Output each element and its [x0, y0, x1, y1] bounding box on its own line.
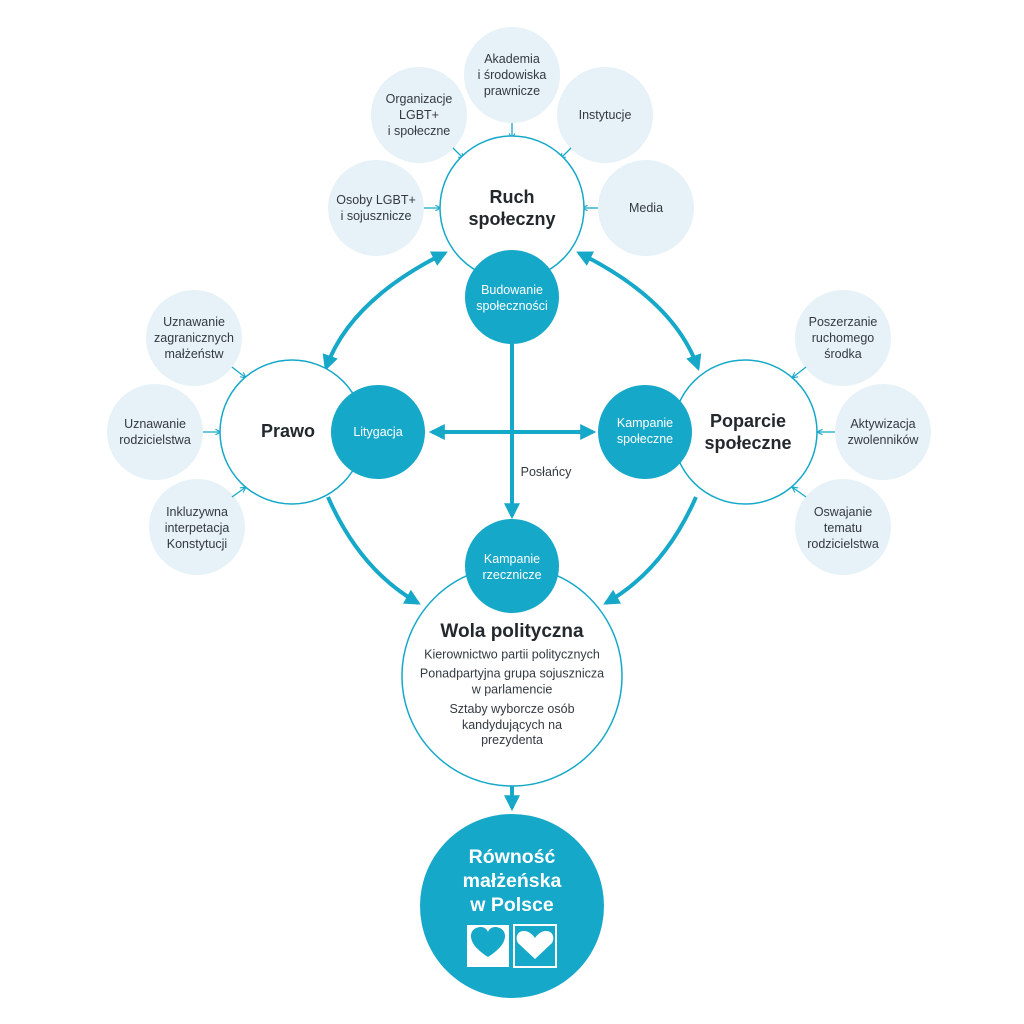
input-osoby-label: Osoby LGBT+ i sojusznicze [336, 193, 416, 223]
wola-item: Sztaby wyborcze osób kandydujących na pr… [449, 701, 575, 747]
inner-kampanie-spoleczne-circle [598, 385, 692, 479]
input-media-label: Media [628, 201, 664, 215]
input-rodzicielstwo-label: Uznawanie rodzicielstwa [119, 417, 191, 447]
arrow-konstytucja [231, 487, 246, 498]
input-srodek-label: Poszerzanie ruchomego środka [808, 315, 878, 361]
goal-icons [467, 924, 557, 968]
inner-budowanie-label: Budowanie społeczności [476, 283, 548, 313]
inner-litygacja-circle [331, 385, 425, 479]
wola-item: Kierownictwo partii politycznych [424, 647, 600, 662]
inner-circles [331, 250, 692, 998]
bubble-srodek [795, 290, 891, 386]
inner-kampanie-rzecznicze-circle [465, 519, 559, 613]
inner-litygacja-label: Litygacja [353, 425, 403, 439]
input-zagraniczne-label: Uznawanie zagranicznych małżeństw [154, 315, 234, 361]
arrow-prawo-wola [326, 496, 421, 605]
input-oswajanie-label: Oswajanie tematu rodzicielstwa [807, 505, 879, 551]
arrow-ruch-poparcie [576, 251, 702, 372]
bubble-zagraniczne [146, 290, 242, 386]
arrow-oswajanie [792, 487, 807, 498]
inner-kampanie-rzecznicze-label: Kampanie rzecznicze [482, 552, 542, 582]
bubble-instytucje [557, 67, 653, 163]
hub-ruch-label: Ruch społeczny [468, 187, 556, 229]
goal-title: Równość małżeńska w Polsce [462, 846, 562, 916]
heart-icon [471, 927, 505, 957]
main-connectors [322, 251, 702, 812]
heart-icon [516, 931, 554, 959]
inner-budowanie-circle [465, 250, 559, 344]
arrow-ruch-prawo [322, 251, 448, 372]
bubble-aktywizacja [835, 384, 931, 480]
input-konstytucja-label: Inkluzywna interpetacja Konstytucji [164, 505, 230, 551]
bubble-akademia [464, 27, 560, 123]
input-organizacje-label: Organizacje LGBT+ i społeczne [385, 92, 453, 138]
input-akademia-label: Akademia i środowiska prawnicze [477, 52, 547, 98]
inner-kampanie-spoleczne-label: Kampanie społeczne [616, 416, 674, 446]
bubble-osoby [328, 160, 424, 256]
bubble-oswajanie [795, 479, 891, 575]
wola-title: Wola polityczna [440, 621, 584, 642]
arrow-zagraniczne [231, 366, 246, 378]
arrow-srodek [792, 366, 807, 378]
wola-item: Ponadpartyjna grupa sojusznicza w parlam… [419, 666, 605, 697]
bubble-media [598, 160, 694, 256]
hub-circles [219, 135, 818, 787]
bubble-organizacje [371, 67, 467, 163]
hub-prawo-label: Prawo [260, 421, 316, 441]
edge-poslancy-label: Posłańcy [520, 465, 572, 479]
input-aktywizacja-label: Aktywizacja zwolenników [847, 417, 919, 447]
goal-circle [420, 814, 604, 998]
arrow-poparcie-wola [603, 496, 698, 605]
hub-poparcie-label: Poparcie społeczne [704, 411, 792, 453]
bubble-rodzicielstwo [107, 384, 203, 480]
bubble-konstytucja [149, 479, 245, 575]
input-bubbles [107, 27, 931, 575]
input-instytucje-label: Instytucje [578, 108, 632, 122]
